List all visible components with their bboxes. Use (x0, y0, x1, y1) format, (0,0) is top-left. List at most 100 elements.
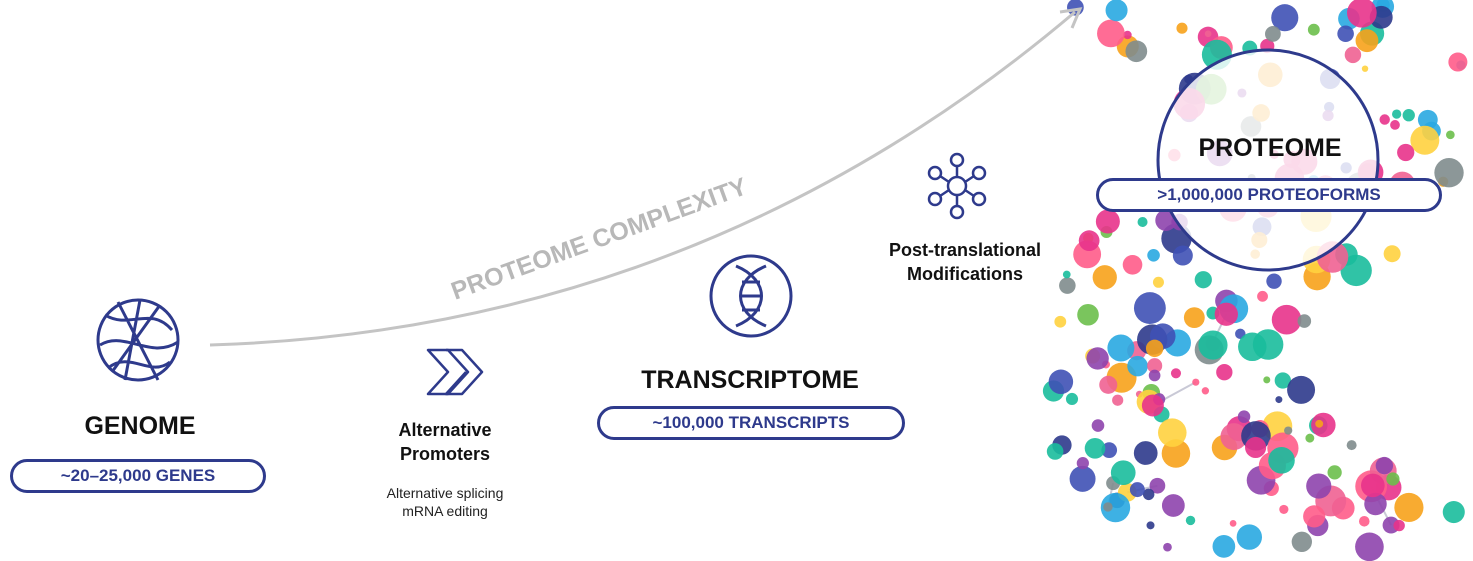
molecule-atom (1172, 245, 1193, 266)
molecule-atom (1434, 158, 1464, 188)
promoters-sub-line1: Alternative splicing (386, 485, 504, 501)
molecule-atom (1236, 524, 1263, 550)
molecule-atom (1394, 492, 1424, 522)
molecule-atom (1297, 314, 1312, 328)
molecule-atom (1185, 515, 1196, 526)
molecule-atom (1347, 0, 1377, 28)
molecule-atom (1183, 307, 1205, 329)
molecule-atom (1220, 423, 1248, 451)
molecule-atom (1133, 292, 1166, 324)
molecule-atom (1054, 315, 1067, 328)
promoters-title-line2: Promoters (399, 444, 491, 464)
molecule-atom (1149, 477, 1166, 494)
molecule-atom (1078, 230, 1100, 252)
molecule-atom (1198, 330, 1228, 360)
molecule-atom (1252, 329, 1284, 360)
molecule-atom (1442, 501, 1465, 524)
molecule-atom (1110, 460, 1136, 486)
molecule-atom (1127, 355, 1148, 377)
molecule-atom (1358, 516, 1370, 527)
molecule-atom (1265, 26, 1281, 42)
molecule-atom (1346, 440, 1357, 451)
molecule-atom (1344, 46, 1362, 64)
molecule-atom (1065, 392, 1079, 406)
molecule-atom (1392, 109, 1402, 119)
molecule-atom (1192, 378, 1200, 386)
complexity-arrow (209, 10, 1076, 347)
molecule-atom (1097, 19, 1125, 48)
transcriptome-count-pill: ~100,000 TRANSCRIPTS (597, 406, 905, 440)
promoters-sub-line2: mRNA editing (402, 503, 488, 519)
proteome-count-pill: >1,000,000 PROTEOFORMS (1096, 178, 1442, 212)
molecule-atom (1123, 30, 1132, 40)
molecule-atom (1393, 519, 1405, 532)
promoters-title-line1: Alternative (398, 420, 492, 440)
molecule-atom (1386, 472, 1400, 486)
molecule-atom (1287, 375, 1316, 404)
molecule-atom (1046, 443, 1064, 460)
molecule-atom (1305, 433, 1315, 443)
molecule-atom (1383, 245, 1401, 263)
molecule-atom (1355, 532, 1384, 561)
molecule-atom (1229, 519, 1237, 527)
molecule-atom (1137, 216, 1148, 228)
molecule-atom (1201, 387, 1210, 395)
molecule-atom (1284, 426, 1293, 435)
genome-title: GENOME (84, 412, 196, 440)
molecule-atom (1125, 40, 1148, 63)
molecule-atom (1152, 276, 1164, 288)
molecule-atom (1291, 531, 1312, 552)
molecule-atom (1147, 248, 1160, 262)
ptm-title-line1: Post-translational (888, 240, 1042, 260)
molecule-atom (1402, 109, 1415, 122)
molecule-atom (1076, 457, 1089, 470)
molecule-atom (1194, 271, 1212, 289)
ptm-title-line2: Modifications (907, 264, 1023, 284)
protein-molecule-cluster (1042, 0, 1468, 561)
molecule-atom (1148, 369, 1161, 382)
molecule-atom (1161, 494, 1185, 517)
molecule-atom (1245, 436, 1267, 459)
molecule-atom (1100, 492, 1131, 523)
molecule-atom (1355, 29, 1379, 53)
molecule-atom (1069, 465, 1096, 492)
molecule-atom (1086, 347, 1109, 370)
molecule-atom (1266, 273, 1282, 289)
molecule-atom (1084, 438, 1106, 459)
molecule-atom (1176, 22, 1188, 34)
molecule-atom (1307, 23, 1320, 36)
transcriptome-title: TRANSCRIPTOME (641, 366, 859, 394)
molecule-atom (1145, 339, 1164, 358)
molecule-atom (1410, 125, 1440, 155)
molecule-atom (1445, 130, 1455, 140)
molecule-atom (1062, 270, 1071, 279)
molecule-atom (1142, 488, 1155, 501)
molecule-atom (1214, 302, 1238, 326)
molecule-atom (1327, 465, 1342, 480)
molecule-atom (1095, 209, 1120, 234)
molecule-atom (1390, 120, 1400, 130)
molecule-atom (1099, 375, 1118, 394)
molecule-atom (1170, 368, 1182, 379)
molecule-atom (1311, 412, 1336, 438)
complexity-arrowhead (1059, 7, 1083, 29)
molecule-atom (1364, 492, 1387, 516)
molecule-atom (1275, 396, 1283, 404)
molecule-atom (1212, 535, 1236, 558)
molecule-atom (1163, 542, 1172, 552)
molecule-atom (1112, 394, 1124, 406)
molecule-atom (1122, 254, 1143, 275)
molecule-atom (1059, 277, 1076, 294)
molecule-atom (1091, 419, 1105, 432)
molecule-atom (1263, 376, 1271, 384)
double-helix-icon (709, 254, 793, 338)
molecule-atom (1397, 143, 1415, 162)
molecule-atom (1448, 52, 1468, 72)
molecule-atom (1268, 447, 1295, 474)
molecule-atom (1271, 304, 1302, 335)
molecule-atom (1158, 418, 1187, 447)
molecule-atom (1279, 504, 1289, 515)
molecule-atom (1216, 364, 1233, 381)
molecule-atom (1237, 410, 1251, 423)
molecule-atom (1379, 114, 1390, 125)
